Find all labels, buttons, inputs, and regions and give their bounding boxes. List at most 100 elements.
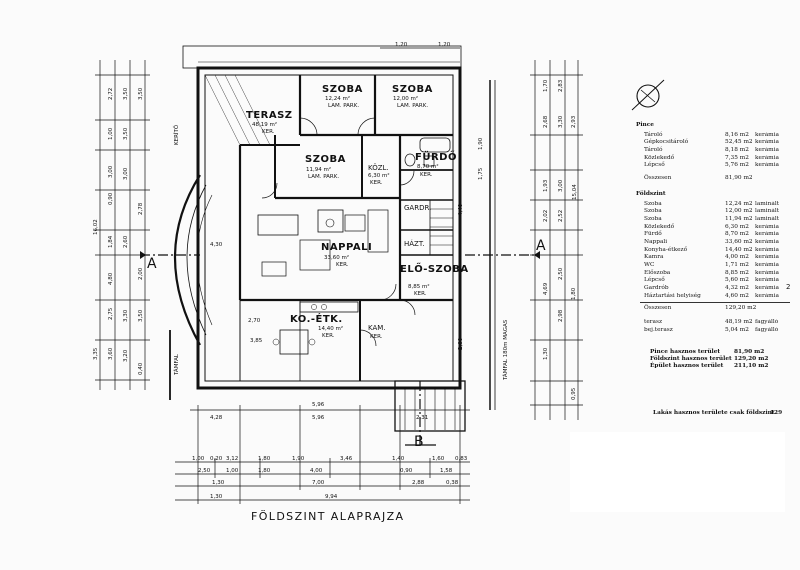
side-note-left-wall: KERÍTŐ bbox=[173, 124, 180, 145]
dimension-label: 0,83 bbox=[455, 456, 468, 462]
room-area: 8,70 m² bbox=[417, 163, 439, 170]
drawing-caption: FÖLDSZINT ALAPRAJZA bbox=[251, 510, 405, 523]
room-label: NAPPALI bbox=[321, 242, 372, 253]
dimension-label: 16,02 bbox=[93, 219, 99, 235]
dimension-label: 3,50 bbox=[138, 87, 144, 100]
dimension-label: 4,69 bbox=[543, 282, 549, 295]
dimension-label: 4,30 bbox=[210, 242, 223, 248]
redaction-block bbox=[570, 432, 785, 512]
room-area: 12,00 m² bbox=[393, 95, 418, 102]
dims-left-inner: 3,50 3,50 3,50 3,00 2,78 2,60 2,00 3,30 … bbox=[123, 87, 144, 375]
dims-left-outer: 16,02 2,72 1,00 3,00 0,90 1,84 4,80 2,75… bbox=[93, 88, 114, 360]
room-label: SZOBA bbox=[322, 84, 363, 95]
dimension-label: 1,20 bbox=[395, 42, 408, 48]
dimension-label: 1,70 bbox=[543, 79, 549, 92]
dimension-label: 2,72 bbox=[108, 88, 114, 100]
dimension-label: 2,00 bbox=[458, 337, 464, 350]
dimension-label: 2,68 bbox=[543, 115, 549, 128]
dimension-label: 0,90 bbox=[108, 192, 114, 205]
dimension-label: 4,80 bbox=[108, 272, 114, 285]
dimension-label: 9,94 bbox=[325, 494, 338, 500]
dimension-label: 3,50 bbox=[123, 127, 129, 140]
room-label: FÜRDŐ bbox=[415, 149, 457, 163]
dimension-label: 5,96 bbox=[312, 415, 325, 421]
dims-interior: 4,30 5,96 4,40 1,90 1,75 2,70 3,85 2,00 bbox=[210, 137, 484, 408]
dimension-label: 3,35 bbox=[93, 347, 99, 360]
room-label: ELŐ-SZOBA bbox=[400, 261, 469, 275]
dimension-label: 3,00 bbox=[558, 179, 564, 192]
dimension-label: 3,46 bbox=[340, 456, 353, 462]
dimension-label: 0,40 bbox=[138, 362, 144, 375]
side-note-left: TÁMFAL bbox=[173, 353, 180, 376]
dimension-label: 3,60 bbox=[108, 347, 114, 360]
dimension-label: 3,50 bbox=[138, 309, 144, 322]
dimension-label: 1,80 bbox=[571, 287, 577, 300]
dimension-label: 1,30 bbox=[212, 480, 225, 486]
room-floor: LAM. PARK. bbox=[308, 174, 339, 180]
dimension-label: 1,80 bbox=[258, 456, 271, 462]
dimension-label: 3,30 bbox=[123, 309, 129, 322]
dimension-label: 1,90 bbox=[478, 137, 484, 150]
dimension-label: 2,02 bbox=[543, 210, 549, 222]
dimension-label: 1,20 bbox=[438, 42, 451, 48]
room-floor: LAM. PARK. bbox=[328, 103, 359, 109]
room-label: KO.-ÉTK. bbox=[290, 312, 343, 325]
dimension-label: 1,80 bbox=[258, 468, 271, 474]
room-area: 48,19 m² bbox=[252, 121, 277, 128]
dimension-label: 3,85 bbox=[250, 338, 263, 344]
dimension-label: 5,96 bbox=[312, 402, 325, 408]
dimension-label: 1,60 bbox=[432, 456, 445, 462]
dimension-label: 2,98 bbox=[558, 309, 564, 322]
dimension-label: 4,28 bbox=[210, 415, 223, 421]
dimension-label: 0,38 bbox=[446, 480, 459, 486]
dimension-label: 1,30 bbox=[210, 494, 223, 500]
dimension-label: 7,00 bbox=[312, 480, 325, 486]
dimension-label: 2,88 bbox=[412, 480, 425, 486]
dimension-label: 3,00 bbox=[108, 165, 114, 178]
footnote-value: 129 bbox=[770, 410, 783, 416]
dimension-label: 2,60 bbox=[123, 235, 129, 248]
room-floor: KER. bbox=[420, 172, 433, 178]
dims-bottom: 4,28 5,96 2,31 1,00 0,20 3,12 1,80 1,90 … bbox=[192, 415, 468, 500]
sheet-number: 2 bbox=[786, 283, 791, 291]
room-label: SZOBA bbox=[392, 84, 433, 95]
dimension-label: 2,83 bbox=[558, 79, 564, 92]
room-label: GARDR. bbox=[404, 204, 431, 212]
room-floor: KER. bbox=[262, 129, 275, 135]
room-label: KAM. bbox=[368, 324, 386, 332]
room-label: HÁZT. bbox=[404, 239, 425, 248]
room-area: 14,40 m² bbox=[318, 325, 343, 332]
section-label-b: B bbox=[414, 434, 424, 450]
dimension-label: 1,40 bbox=[392, 456, 405, 462]
dimension-label: 3,50 bbox=[123, 87, 129, 100]
dimension-label: 2,75 bbox=[108, 307, 114, 320]
dimension-label: 1,84 bbox=[108, 235, 114, 248]
dimension-label: 1,75 bbox=[478, 167, 484, 180]
dimension-label: 1,30 bbox=[543, 347, 549, 360]
dimension-label: 2,00 bbox=[138, 267, 144, 280]
room-label: KÖZL. bbox=[368, 163, 389, 172]
dimension-label: 1,58 bbox=[440, 468, 453, 474]
dimension-label: 15,04 bbox=[572, 184, 578, 200]
room-labels: SZOBA 12,24 m² LAM. PARK. SZOBA 12,00 m²… bbox=[246, 84, 469, 340]
room-area: 12,24 m² bbox=[325, 95, 350, 102]
dimension-label: 2,93 bbox=[571, 115, 577, 128]
dimension-label: 1,00 bbox=[108, 127, 114, 140]
